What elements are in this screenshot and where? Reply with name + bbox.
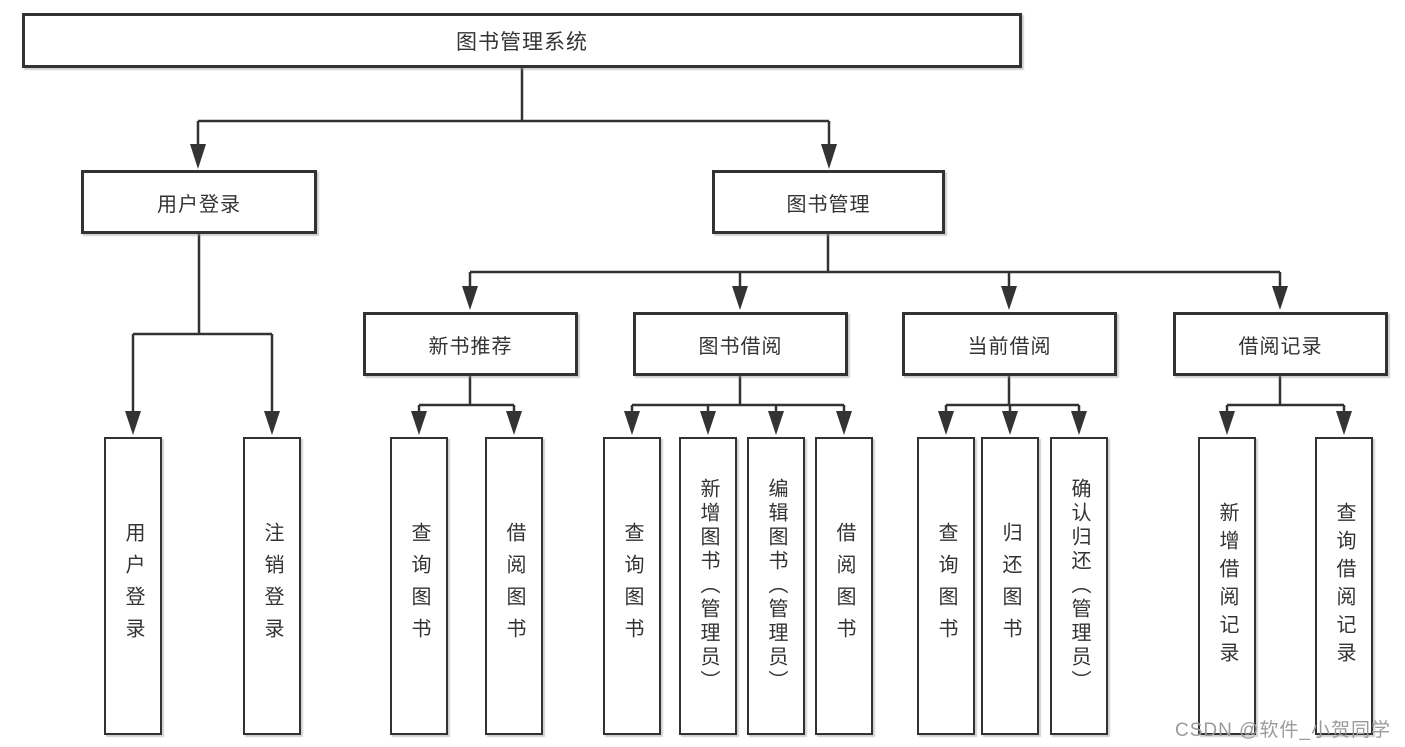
leaf-borrow-books-borrow: 借阅图书 bbox=[815, 437, 873, 735]
node-user-login: 用户登录 bbox=[81, 170, 317, 234]
node-book-management: 图书管理 bbox=[712, 170, 945, 234]
leaf-query-books-current: 查询图书 bbox=[917, 437, 975, 735]
leaf-add-book-admin: 新增图书（管理员） bbox=[679, 437, 737, 735]
leaf-query-books-borrow: 查询图书 bbox=[603, 437, 661, 735]
leaf-add-book-admin-label: 新增图书（管理员） bbox=[697, 478, 719, 694]
node-root-system: 图书管理系统 bbox=[22, 13, 1022, 68]
leaf-return-book: 归还图书 bbox=[981, 437, 1039, 735]
leaf-add-borrow-record-label: 新增借阅记录 bbox=[1216, 502, 1238, 670]
leaf-user-login-label: 用户登录 bbox=[122, 522, 144, 650]
leaf-add-borrow-record: 新增借阅记录 bbox=[1198, 437, 1256, 735]
leaf-borrow-books-recommend-label: 借阅图书 bbox=[503, 522, 525, 650]
leaf-query-borrow-record-label: 查询借阅记录 bbox=[1333, 502, 1355, 670]
leaf-confirm-return-admin-label: 确认归还（管理员） bbox=[1068, 478, 1090, 694]
node-current-borrow: 当前借阅 bbox=[902, 312, 1117, 376]
leaf-query-books-borrow-label: 查询图书 bbox=[621, 522, 643, 650]
leaf-edit-book-admin-label: 编辑图书（管理员） bbox=[765, 478, 787, 694]
node-new-book-recommend: 新书推荐 bbox=[363, 312, 578, 376]
csdn-watermark: CSDN @软件_小贺同学 bbox=[1175, 720, 1391, 741]
leaf-logout-label: 注销登录 bbox=[261, 522, 283, 650]
leaf-query-books-recommend: 查询图书 bbox=[390, 437, 448, 735]
leaf-confirm-return-admin: 确认归还（管理员） bbox=[1050, 437, 1108, 735]
node-book-borrow: 图书借阅 bbox=[633, 312, 848, 376]
leaf-return-book-label: 归还图书 bbox=[999, 522, 1021, 650]
leaf-user-login: 用户登录 bbox=[104, 437, 162, 735]
leaf-borrow-books-borrow-label: 借阅图书 bbox=[833, 522, 855, 650]
leaf-edit-book-admin: 编辑图书（管理员） bbox=[747, 437, 805, 735]
leaf-query-books-current-label: 查询图书 bbox=[935, 522, 957, 650]
node-borrow-records: 借阅记录 bbox=[1173, 312, 1388, 376]
leaf-query-borrow-record: 查询借阅记录 bbox=[1315, 437, 1373, 735]
leaf-borrow-books-recommend: 借阅图书 bbox=[485, 437, 543, 735]
leaf-query-books-recommend-label: 查询图书 bbox=[408, 522, 430, 650]
leaf-logout: 注销登录 bbox=[243, 437, 301, 735]
